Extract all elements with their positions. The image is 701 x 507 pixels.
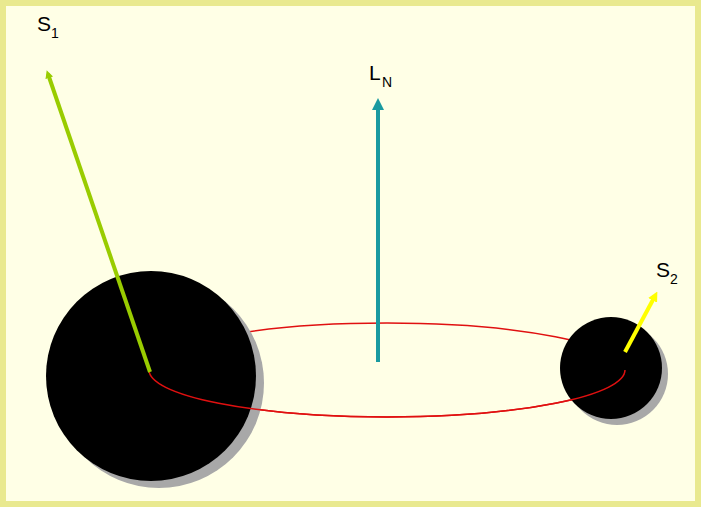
angular-momentum-arrow: [376, 104, 380, 362]
subscript: N: [382, 75, 392, 89]
spin-label: S: [656, 259, 670, 280]
spin-arrow-2: [625, 296, 655, 352]
orbit-front: [149, 370, 625, 417]
spin-label: S: [37, 13, 51, 34]
spin-arrow-1: [48, 74, 150, 372]
subscript: 2: [670, 272, 678, 286]
subscript: 1: [51, 26, 59, 40]
black-hole-2: [560, 317, 662, 419]
momentum-label: L: [369, 62, 381, 83]
